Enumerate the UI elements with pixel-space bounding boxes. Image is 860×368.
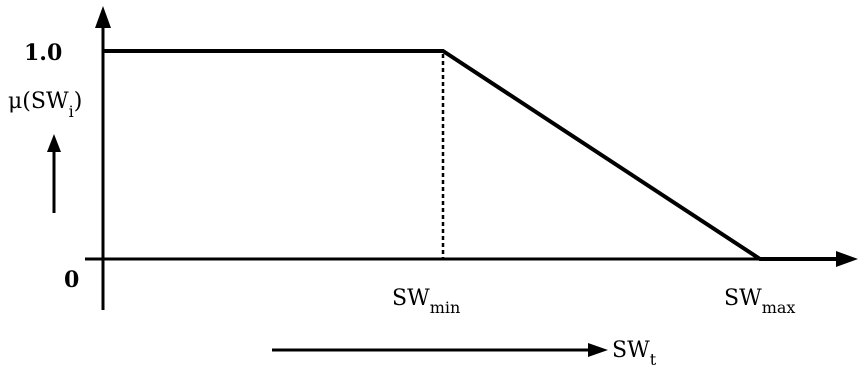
x-axis-label-subscript: t (650, 350, 657, 368)
x-axis-arrowhead (836, 251, 858, 267)
y-direction-arrowhead (47, 134, 61, 152)
y-axis-arrowhead (95, 6, 111, 28)
y-axis-label-subscript: i (69, 102, 74, 121)
x-tick-label-sw-max: SWmax (724, 286, 795, 317)
x-axis-label: SWt (612, 338, 657, 368)
y-tick-label-one: 1.0 (24, 40, 62, 66)
y-axis-label: μ(SWi) (8, 89, 82, 121)
membership-curve (103, 49, 842, 261)
x-tick-min-subscript: min (430, 298, 461, 317)
y-tick-label-zero: 0 (64, 267, 79, 293)
x-tick-label-sw-min: SWmin (392, 286, 460, 317)
x-tick-max-base: SW (724, 286, 762, 311)
y-axis-label-suffix: ) (74, 89, 83, 114)
y-axis-label-prefix: μ(SW (8, 89, 69, 114)
x-tick-min-base: SW (392, 286, 430, 311)
x-direction-arrowhead (588, 343, 608, 357)
x-axis-label-base: SW (612, 338, 650, 363)
x-tick-max-subscript: max (762, 298, 796, 317)
